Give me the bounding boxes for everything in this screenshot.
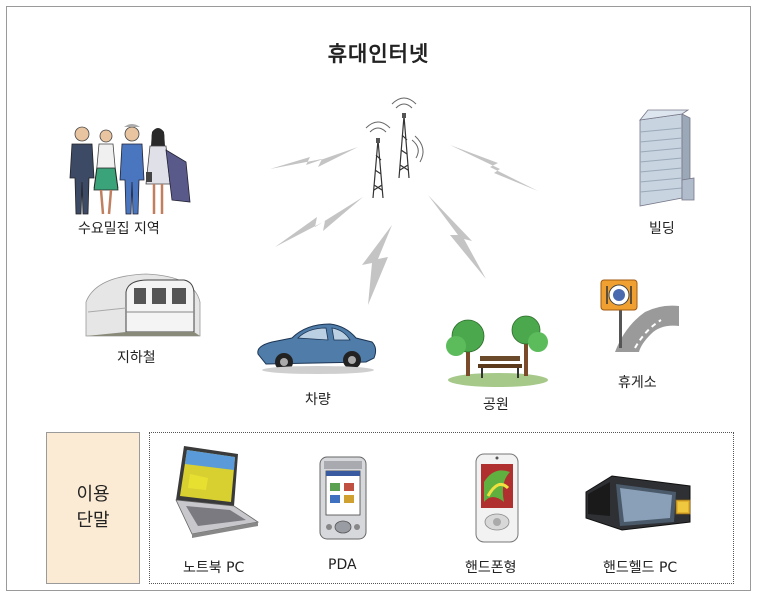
people-icon (69, 124, 191, 215)
phone-label: 핸드폰형 (465, 560, 517, 576)
signal-bolt-icon (450, 145, 538, 191)
pda-label: PDA (328, 557, 357, 573)
diagram-frame (6, 6, 751, 591)
phone-icon (475, 453, 519, 543)
rest-area-label: 휴게소 (618, 375, 657, 391)
car-label: 차량 (305, 392, 331, 408)
notebook-label: 노트북 PC (183, 560, 245, 576)
crowd-label: 수요밀집 지역 (78, 221, 160, 237)
terminal-label-box: 이용 단말 (46, 432, 140, 584)
park-icon (446, 315, 548, 387)
handheld-pc-icon (585, 475, 691, 531)
signal-bolt-icon (428, 195, 486, 279)
diagram-title: 휴대인터넷 (327, 42, 430, 66)
signal-bolt-icon (362, 225, 392, 305)
car-icon (257, 323, 377, 374)
building-icon (639, 109, 695, 207)
signal-bolt-icon (275, 197, 363, 247)
tower-icon (365, 97, 424, 199)
terminal-label-line1: 이용 (76, 484, 110, 505)
subway-icon (85, 273, 201, 337)
signal-bolt-icon (270, 147, 358, 169)
pda-icon (319, 456, 367, 540)
subway-label: 지하철 (117, 350, 156, 366)
laptop-icon (175, 446, 260, 538)
building-label: 빌딩 (649, 221, 675, 237)
device-group-box (149, 432, 734, 584)
park-label: 공원 (483, 397, 509, 413)
rest-area-sign-icon (600, 279, 679, 352)
terminal-label-line2: 단말 (76, 510, 110, 531)
handheld-label: 핸드헬드 PC (603, 560, 678, 576)
